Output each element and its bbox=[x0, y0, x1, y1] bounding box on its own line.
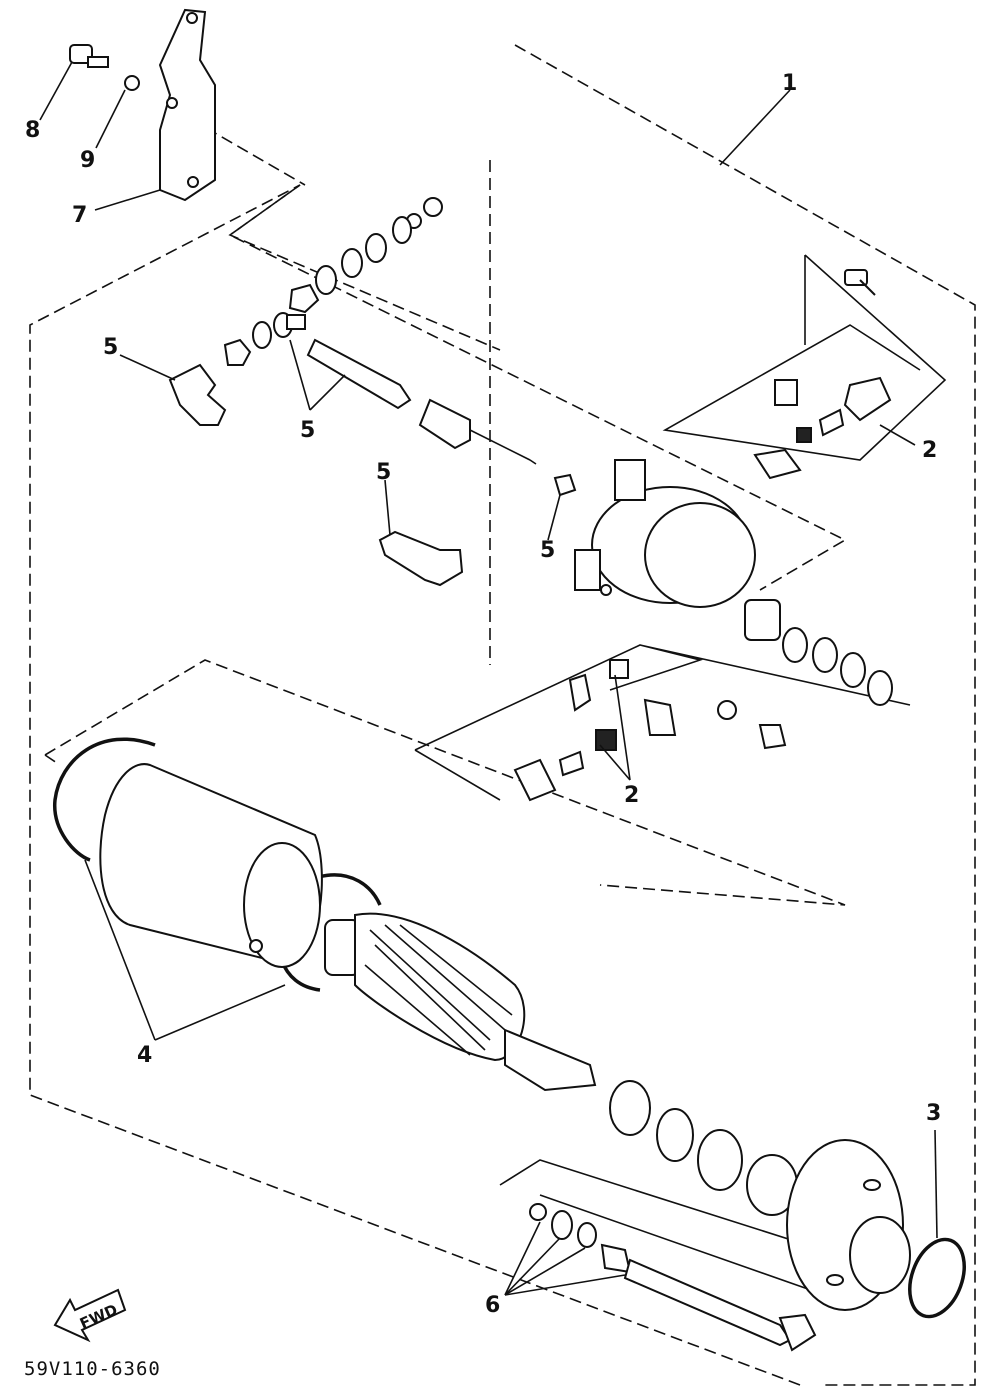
terminal-bolt bbox=[306, 338, 537, 465]
diagram-code: 59V110-6360 bbox=[24, 1358, 161, 1380]
small-clip bbox=[553, 473, 577, 497]
terminal-boot-left bbox=[168, 363, 227, 426]
through-bolt-hardware bbox=[529, 1203, 817, 1352]
brush-holder-right bbox=[753, 269, 892, 480]
callout-9: 9 bbox=[80, 148, 96, 173]
top-washer-stack bbox=[288, 197, 443, 314]
leader-lines bbox=[39, 61, 938, 1296]
shaft-washers bbox=[609, 1080, 798, 1216]
lock-washer bbox=[124, 75, 140, 91]
callout-5-terminal: 5 bbox=[300, 418, 316, 443]
yoke-housing bbox=[99, 763, 323, 968]
terminal-hardware bbox=[223, 312, 306, 366]
callout-7: 7 bbox=[72, 203, 88, 228]
callout-1: 1 bbox=[782, 71, 798, 96]
callout-5-boot-left: 5 bbox=[103, 335, 119, 360]
callout-2-upper: 2 bbox=[922, 438, 938, 463]
brush-holder-box-right bbox=[662, 254, 947, 461]
lower-brush-box bbox=[414, 644, 911, 801]
callout-8: 8 bbox=[25, 118, 41, 143]
bracket-bolt bbox=[69, 44, 109, 68]
brush-holder-lower bbox=[513, 659, 677, 802]
assembly-boundary bbox=[29, 44, 976, 1386]
end-bearing-washers bbox=[717, 599, 893, 750]
terminal-boot-center bbox=[378, 530, 464, 587]
callout-2-lower: 2 bbox=[624, 783, 640, 808]
front-cover bbox=[786, 1139, 911, 1311]
o-ring-left bbox=[53, 737, 156, 862]
callout-6: 6 bbox=[485, 1293, 501, 1318]
armature bbox=[324, 912, 597, 1092]
mounting-bracket bbox=[158, 8, 216, 202]
callout-5-clip: 5 bbox=[540, 538, 556, 563]
callout-5-boot-center: 5 bbox=[376, 460, 392, 485]
end-cover bbox=[574, 459, 756, 608]
upper-dashed-box bbox=[228, 160, 847, 665]
callout-4: 4 bbox=[137, 1043, 153, 1068]
fwd-arrow-icon: FWD bbox=[53, 1288, 127, 1343]
o-ring-front bbox=[908, 1237, 966, 1319]
callout-3: 3 bbox=[926, 1101, 942, 1126]
